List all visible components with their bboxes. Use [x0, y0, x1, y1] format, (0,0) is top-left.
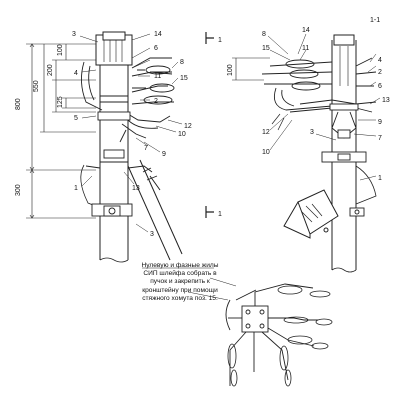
right-label-7: 7	[378, 135, 382, 142]
right-label-6: 6	[378, 83, 382, 90]
right-label-12: 12	[262, 129, 270, 136]
right-leaders	[267, 33, 381, 181]
left-strut	[127, 159, 183, 261]
right-label-2: 2	[378, 69, 382, 76]
dim-550: 550	[33, 80, 40, 92]
dim-200: 200	[47, 64, 54, 76]
section-mark-bottom: 1	[218, 211, 222, 218]
left-label-10: 10	[178, 131, 186, 138]
left-label-14: 14	[154, 31, 162, 38]
right-hardware	[261, 57, 377, 217]
left-label-13: 13	[132, 185, 140, 192]
left-label-9: 9	[162, 151, 166, 158]
dim-100-right: 100	[227, 64, 234, 76]
right-label-4: 4	[378, 57, 382, 64]
detail-view	[187, 277, 333, 387]
right-label-14: 14	[302, 27, 310, 34]
section-marks	[205, 32, 214, 218]
right-label-1: 1	[378, 175, 382, 182]
section-title: 1-1	[370, 17, 380, 24]
right-label-10: 10	[262, 149, 270, 156]
left-label-5: 5	[74, 115, 78, 122]
left-label-6: 6	[154, 45, 158, 52]
left-label-8: 8	[180, 59, 184, 66]
dim-125: 125	[57, 96, 64, 108]
left-label-3-bottom: 3	[150, 231, 154, 238]
left-label-15: 15	[180, 75, 188, 82]
right-label-8: 8	[262, 31, 266, 38]
left-label-4: 4	[74, 70, 78, 77]
dim-800: 800	[15, 98, 22, 110]
left-label-2: 2	[154, 98, 158, 105]
left-hardware	[80, 57, 175, 217]
callout-note: Нулевую и фазные жилы СИП шлейфа собрать…	[141, 262, 219, 302]
dim-300: 300	[15, 184, 22, 196]
left-label-12: 12	[184, 123, 192, 130]
section-mark-top: 1	[218, 37, 222, 44]
left-leaders	[79, 33, 183, 233]
right-strut	[283, 189, 339, 239]
right-label-13: 13	[382, 97, 390, 104]
left-label-1: 1	[74, 185, 78, 192]
left-dimensions	[26, 43, 96, 219]
left-pole	[95, 31, 133, 263]
right-label-15: 15	[262, 45, 270, 52]
right-label-9: 9	[378, 119, 382, 126]
dim-100: 100	[57, 44, 64, 56]
right-label-11: 11	[302, 45, 309, 52]
right-label-3: 3	[310, 129, 314, 136]
left-label-7: 7	[144, 145, 148, 152]
left-label-3-top: 3	[72, 31, 76, 38]
right-dimensions	[232, 57, 270, 81]
left-label-11: 11	[154, 73, 161, 80]
